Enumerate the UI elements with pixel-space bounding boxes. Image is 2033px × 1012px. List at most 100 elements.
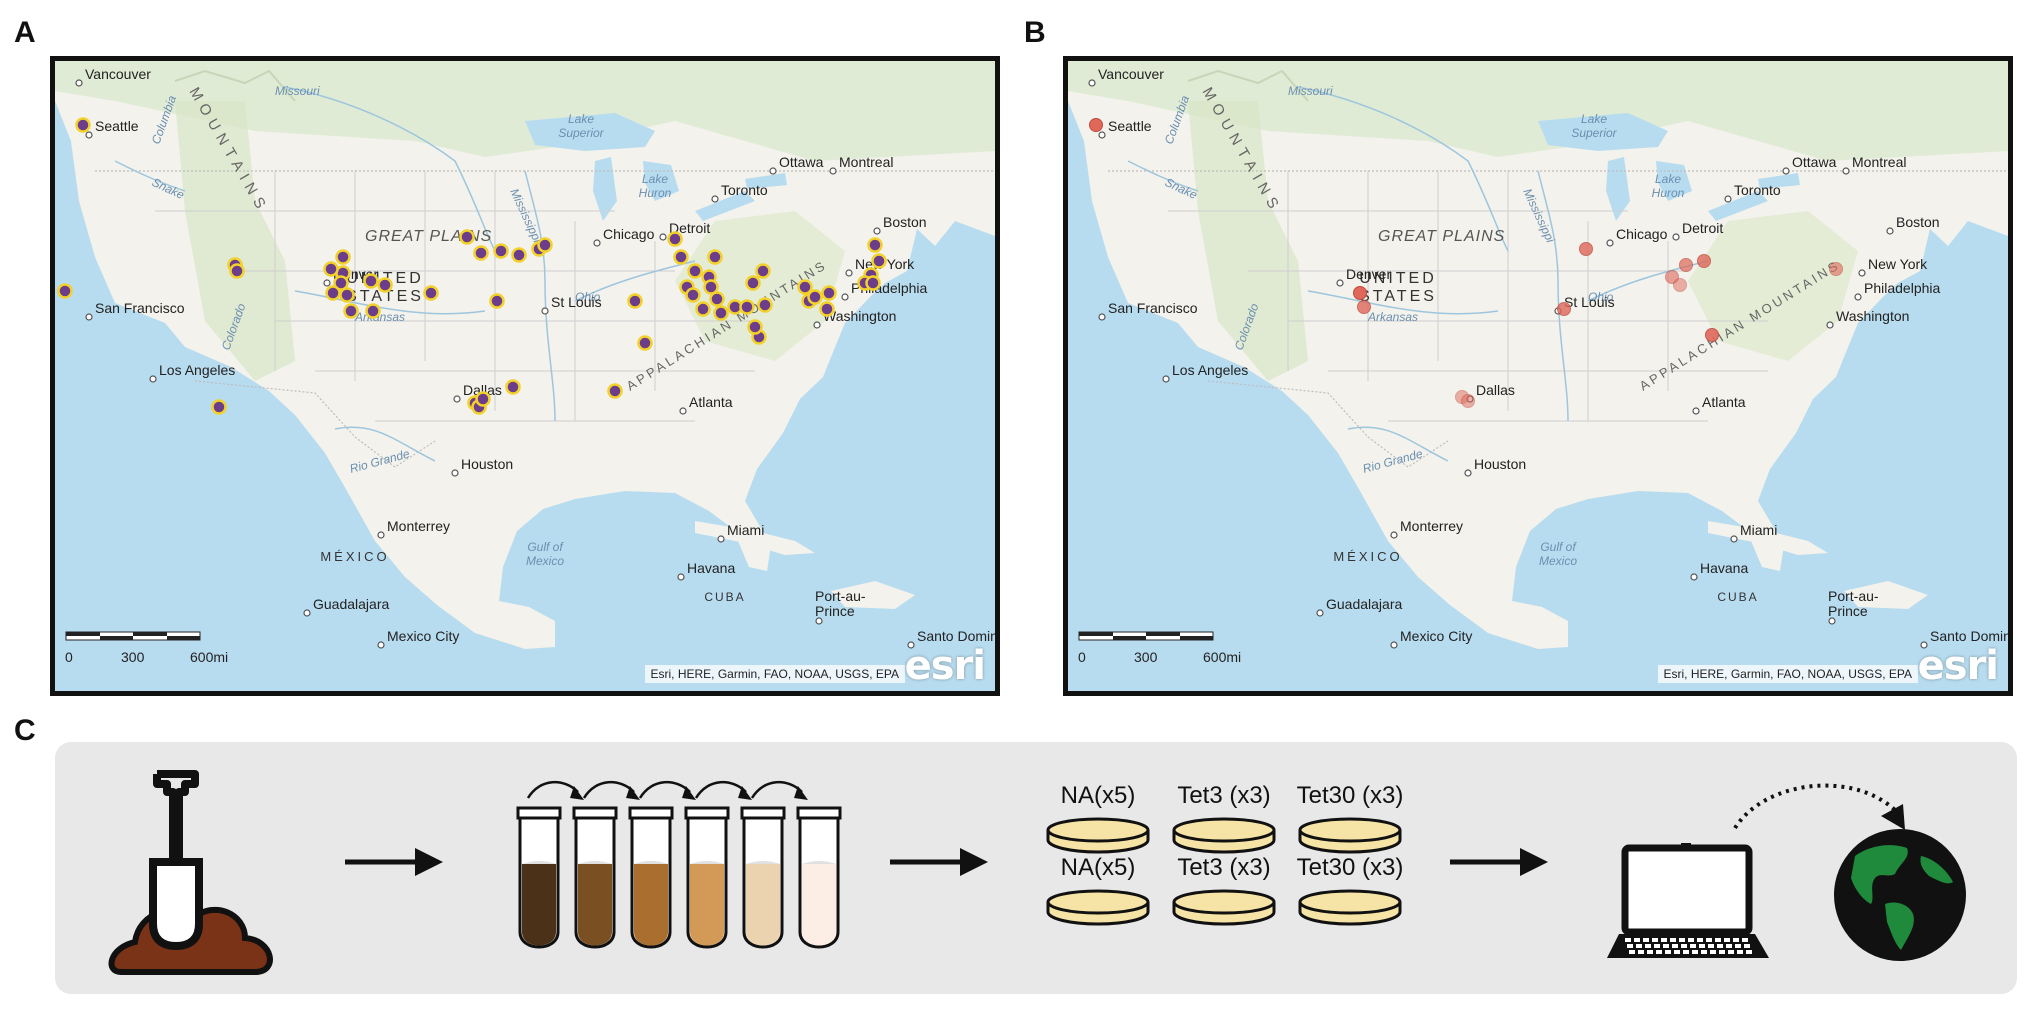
city-dot-miami <box>1730 535 1738 543</box>
city-dot-toronto <box>711 195 719 203</box>
sample-point <box>1829 262 1843 276</box>
city-dot-denver <box>323 279 331 287</box>
laptop-key <box>1636 944 1642 948</box>
laptop-key <box>1737 950 1743 954</box>
city-label-toronto: Toronto <box>1734 182 1781 198</box>
river-missouri <box>1297 86 1509 252</box>
laptop-key <box>1710 950 1716 954</box>
sample-point <box>867 237 883 253</box>
laptop-key <box>1699 944 1705 948</box>
city-label-st_louis: St Louis <box>1564 294 1615 310</box>
lake-erie <box>695 191 755 221</box>
sample-point <box>1357 300 1371 314</box>
arrow-right-icon <box>1450 848 1548 876</box>
city-label-montreal: Montreal <box>1852 154 1906 170</box>
river-missouri <box>284 86 496 252</box>
panel-label-c: C <box>14 714 36 747</box>
laptop-key <box>1638 950 1644 954</box>
laptop-key <box>1625 938 1631 942</box>
laptop-key <box>1706 938 1712 942</box>
scale-tick-0: 0 <box>65 649 73 665</box>
terrain-line <box>174 69 296 102</box>
laptop-key <box>1728 950 1734 954</box>
sample-point <box>745 275 761 291</box>
sample-point <box>709 291 725 307</box>
city-dot-new_york <box>845 269 853 277</box>
hispaniola-land <box>1844 581 1928 609</box>
city-dot-port-au-prince <box>1828 617 1836 625</box>
plate-label: Tet30 (x3) <box>1296 854 1404 881</box>
agar-plate <box>1046 889 1150 926</box>
country-border <box>194 380 436 468</box>
sample-point <box>57 283 73 299</box>
city-label-port-au-prince: Port-au- <box>815 588 866 604</box>
city-dot-detroit <box>659 233 667 241</box>
scale-tick-0: 0 <box>1078 649 1086 665</box>
transfer-arrowhead <box>570 786 584 800</box>
sample-point <box>365 303 381 319</box>
esri-logo: esri <box>904 643 986 689</box>
river-label: Arkansas <box>1367 310 1418 324</box>
lake-label: Lake <box>568 112 594 126</box>
tube-cap <box>796 806 842 820</box>
city-label-new_york: New York <box>1868 256 1928 272</box>
city-dot-new_york <box>1858 269 1866 277</box>
globe-icon <box>1834 829 1966 961</box>
laptop-key <box>1663 944 1669 948</box>
laptop-key <box>1717 944 1723 948</box>
sample-point <box>459 229 475 245</box>
agar-plate <box>1172 889 1276 926</box>
plate-lid <box>1046 817 1150 843</box>
scale-tick-300: 300 <box>121 649 145 665</box>
country-label-mexico: MÉXICO <box>1333 549 1402 564</box>
tube-liquid <box>522 864 556 946</box>
city-dot-chicago <box>593 239 601 247</box>
plate-lid <box>1298 889 1402 915</box>
city-label-ottawa: Ottawa <box>779 154 824 170</box>
lake-ontario <box>745 173 787 189</box>
city-dot-havana <box>1690 573 1698 581</box>
lake-michigan <box>1606 157 1630 221</box>
plate-lid <box>1298 817 1402 843</box>
sample-point <box>739 299 755 315</box>
city-label-vancouver: Vancouver <box>85 66 151 82</box>
sample-point <box>1579 242 1593 256</box>
tube-cap <box>684 806 730 820</box>
city-dot-seattle <box>85 131 93 139</box>
city-dot-guadalajara <box>303 609 311 617</box>
city-dot-mexico_city <box>377 641 385 649</box>
scale-tick-600: 600mi <box>1203 649 1242 665</box>
city-label-houston: Houston <box>461 456 513 472</box>
sample-point <box>713 305 729 321</box>
country-label-cuba: CUBA <box>1717 590 1758 604</box>
tube-meniscus <box>522 861 556 864</box>
plate-lid <box>1172 889 1276 915</box>
gulf-label: Gulf of <box>527 540 564 554</box>
laptop-key <box>1688 938 1694 942</box>
sample-point <box>865 275 881 291</box>
plate-label: Tet3 (x3) <box>1177 782 1271 809</box>
sample-point <box>703 279 719 295</box>
city-label-vancouver: Vancouver <box>1098 66 1164 82</box>
lake-erie <box>1708 191 1768 221</box>
dilution-tubes-icon <box>516 780 842 949</box>
city-label-monterrey: Monterrey <box>387 518 450 534</box>
sample-point <box>363 273 379 289</box>
city-label-boston: Boston <box>883 214 927 230</box>
city-label-port-au-prince: Prince <box>1828 603 1868 619</box>
city-label-dallas: Dallas <box>463 382 502 398</box>
city-dot-san_francisco <box>85 313 93 321</box>
sample-point <box>685 287 701 303</box>
test-tube <box>628 806 674 949</box>
city-dot-denver <box>1336 279 1344 287</box>
city-dot-boston <box>873 227 881 235</box>
land <box>1068 61 2008 649</box>
gulf-label: Mexico <box>526 554 564 568</box>
country-border <box>1207 380 1449 468</box>
lake-label: Lake <box>1655 172 1681 186</box>
agar-plate <box>1172 817 1276 854</box>
city-dot-mexico_city <box>1390 641 1398 649</box>
sample-point <box>1557 302 1571 316</box>
country-label-states: STATES <box>1359 288 1437 305</box>
transfer-arrow <box>638 780 691 799</box>
